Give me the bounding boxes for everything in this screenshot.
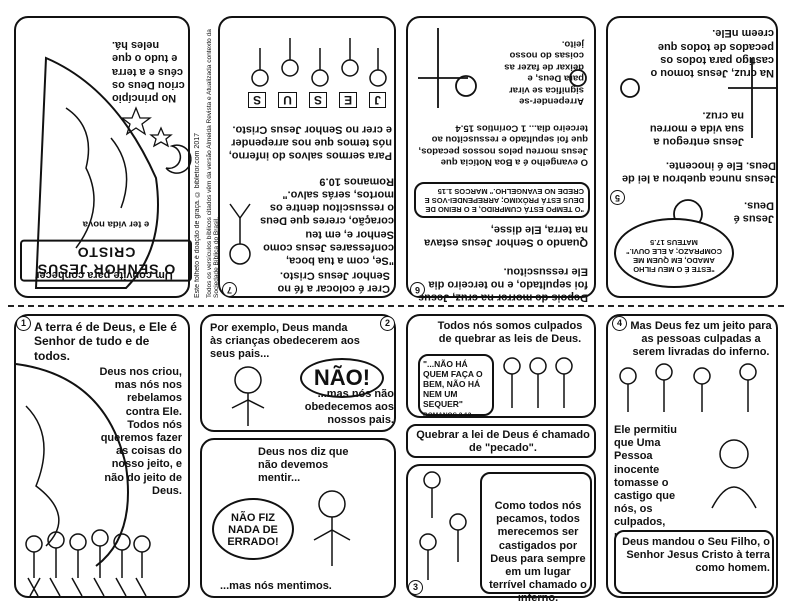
p2-text1: Por exemplo, Deus manda às crianças obed… (210, 322, 360, 361)
p5-text1: Jesus nunca quebrou a lei de Deus. Ele é… (621, 159, 776, 185)
panel-1: A terra é de Deus, e Ele é Senhor de tud… (14, 314, 190, 598)
panel-5: Jesus nunca quebrou a lei de Deus. Ele é… (606, 16, 778, 298)
page-number-5: 5 (610, 190, 625, 205)
p2-text3: Deus nos diz que não devemos mentir... (258, 446, 349, 485)
jesus-letter-signs: J E S U S (242, 92, 392, 108)
children-jumping-illustration (229, 38, 387, 265)
page-number-2: 2 (380, 316, 395, 331)
p7-text2: "Se, com a tua boca, confessares Jesus c… (260, 175, 394, 267)
letter-sign: S (248, 92, 267, 108)
jesus-children-illustration (619, 363, 757, 509)
genesis-verse: No princípio criou Deus os céus e a terr… (112, 39, 185, 104)
fold-line (8, 305, 784, 307)
p5-quote-bubble: "ESTE É O MEU FILHO AMADO, EM QUEM ME CO… (614, 218, 734, 288)
p3-text3: Como todos nós pecamos, todos merecemos … (489, 500, 587, 605)
earth-children-illustration (15, 363, 151, 597)
p4-text1: Mas Deus fez um jeito para as pessoas cu… (630, 320, 772, 359)
p1-title: A terra é de Deus, e Ele é Senhor de tud… (34, 320, 177, 363)
p7-text1: Crer é colocar a fé no Senhor Jesus Cris… (277, 269, 391, 295)
panel-2a: Por exemplo, Deus manda às crianças obed… (200, 314, 396, 432)
panel-6: Depois de morrer na cruz, Jesus foi sepu… (406, 16, 596, 304)
p4-text3: Deus mandou o Seu Filho, o Senhor Jesus … (622, 536, 770, 575)
letter-sign: S (309, 92, 328, 108)
panel-3a: Todos nós somos culpados de quebrar as l… (406, 314, 596, 419)
page-number-7: 7 (222, 282, 237, 297)
panel-7: Crer é colocar a fé no Senhor Jesus Cris… (218, 16, 396, 298)
no-speech-bubble: NÃO! (300, 358, 384, 398)
p4-text2: Ele permitiu que Uma Pessoa inocente tom… (614, 424, 678, 542)
children-line-illustration (503, 357, 573, 408)
page-number-4: 4 (612, 316, 627, 331)
p3-quote-box: "...NÃO HÁ QUEM FAÇA O BEM, NÃO HÁ NEM U… (418, 354, 494, 419)
page-number-3: 3 (408, 580, 423, 595)
p6-text4: Arrepender-se significa se virar para De… (504, 38, 584, 107)
p2-lie: NÃO FIZ NADA DE ERRADO! (227, 512, 279, 548)
p5-text4: Jesus é Deus. (733, 199, 774, 225)
p4-text3-box: Deus mandou o Seu Filho, o Senhor Jesus … (614, 530, 774, 594)
girl-illustration (231, 366, 265, 426)
p5-quote: "ESTE É O MEU FILHO AMADO, EM QUEM ME CO… (626, 238, 722, 274)
title-banner: O SENHOR JESUS CRISTO (20, 240, 192, 282)
boy-illustration (313, 490, 351, 566)
p2-shout: NÃO! (313, 365, 371, 390)
p1-body: Deus nos criou, mas nós nos rebelamos co… (99, 366, 182, 497)
cover-panel: Um convite para conhecer O SENHOR JESUS … (14, 16, 192, 298)
p3-text3-box: Como todos nós pecamos, todos merecemos … (480, 472, 592, 604)
children-group-illustration (419, 471, 467, 580)
earth-illustration (34, 56, 192, 289)
panel-3c: Como todos nós pecamos, todos merecemos … (406, 464, 596, 604)
panel-2b: Deus nos diz que não devemos mentir... N… (200, 438, 396, 598)
lie-speech-bubble: NÃO FIZ NADA DE ERRADO! (212, 498, 294, 560)
p3-ref: ROMANOS 3.12 (423, 412, 472, 419)
page-number-6: 6 (410, 282, 425, 297)
credits-line1: Este folheto é doação de graça. © biblet… (194, 133, 201, 298)
p3-text1: Todos nós somos culpados de quebrar as l… (437, 320, 583, 346)
p2-text2: ...mas nós não obedecemos aos nossos pai… (304, 388, 394, 427)
panel-4: Mas Deus fez um jeito para as pessoas cu… (606, 314, 778, 598)
panel-3b: Quebrar a lei de Deus é chamado de "peca… (406, 424, 596, 458)
subtitle-banner: e ter vida nova (82, 218, 150, 230)
letter-sign: E (339, 92, 358, 108)
p3-text2: Quebrar a lei de Deus é chamado de "peca… (416, 429, 590, 455)
letter-sign: U (278, 92, 297, 108)
p3-quote: "...NÃO HÁ QUEM FAÇA O BEM, NÃO HÁ NEM U… (423, 359, 483, 409)
p5-text3: Na cruz, Jesus tomou o castigo para todo… (650, 27, 774, 79)
p2-text4: ...mas nós mentimos. (220, 580, 332, 592)
page-number-1: 1 (16, 316, 31, 331)
p7-text3: Para sermos salvos do inferno, nós temos… (228, 123, 392, 162)
letter-sign: J (369, 92, 386, 108)
p5-text2: Jesus entregou a sua vida e morreu na cr… (649, 109, 744, 148)
cross-illustration (418, 28, 587, 108)
